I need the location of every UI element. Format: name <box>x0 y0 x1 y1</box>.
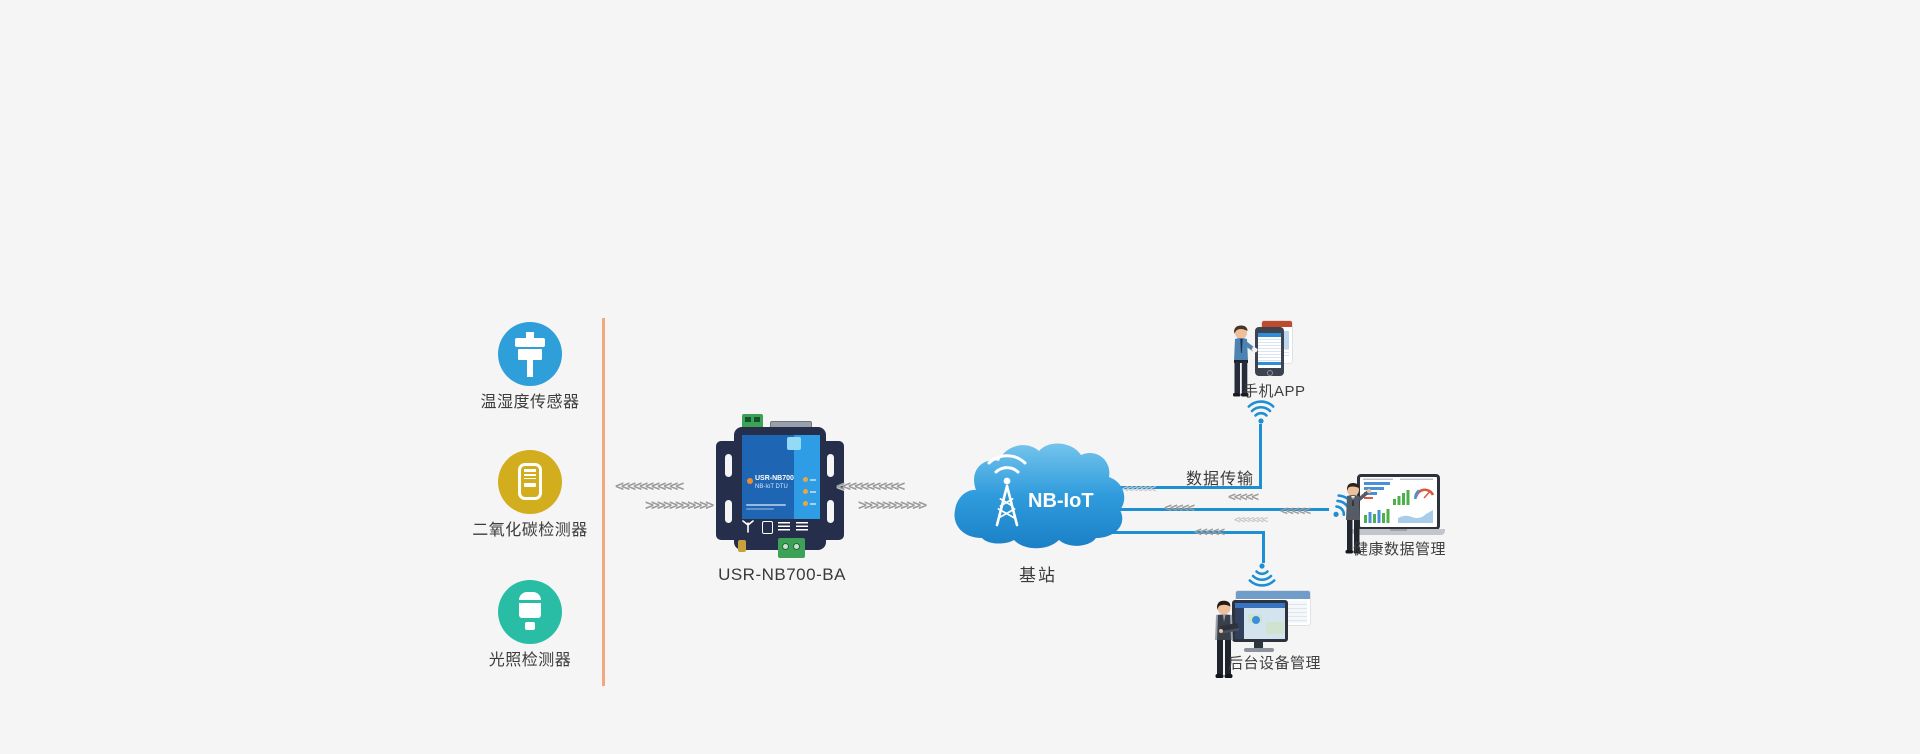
sensor-icon-part <box>519 600 541 603</box>
sensor-label: 光照检测器 <box>488 652 572 669</box>
device-label: USR-NB700-BA <box>718 565 846 584</box>
health-management-label: 健康数据管理 <box>1353 541 1447 558</box>
sensor-icon-part <box>525 622 535 630</box>
sensor-icon-part <box>518 349 542 360</box>
nbiot-cloud: NB-IoT <box>954 443 1125 549</box>
device-panel-title: USR-NB700 <box>755 475 794 482</box>
panel-sticker <box>787 437 801 450</box>
panel-label-marks <box>778 522 790 531</box>
panel-fine-print <box>746 504 786 506</box>
sensor-icon-part <box>524 472 536 474</box>
arrow-chevrons-mid-right: <<<<< <box>1280 504 1311 519</box>
line-to-backend-vertical <box>1262 531 1265 563</box>
sensor-humidity: 温湿度传感器 <box>480 322 579 411</box>
arrow-chevrons-bottom: <<<<< <box>1194 525 1225 540</box>
device-panel-subtitle: NB-IoT DTU <box>755 484 788 490</box>
arrow-chevrons-mid-inbound: <<<<<<<<<<< <box>836 477 905 495</box>
phone-user-figure <box>1233 325 1258 397</box>
sensor-icon-part <box>526 332 534 338</box>
line-to-health <box>1108 508 1329 511</box>
phone-app-label: 手机APP <box>1243 383 1306 400</box>
terminal-block-top <box>742 414 763 429</box>
humidity-temperature-sensor-icon <box>498 322 562 386</box>
map-screen <box>1244 608 1285 639</box>
line-to-phone-horizontal <box>1108 486 1262 489</box>
line-to-backend-horizontal <box>1108 531 1265 534</box>
laptop-notch <box>1390 529 1407 531</box>
led-power <box>803 477 808 482</box>
base-station-antenna-icon <box>987 454 1027 527</box>
arrow-chevrons-mid-outbound: >>>>>>>>>>> <box>858 496 927 514</box>
wifi-up-icon <box>1247 400 1275 424</box>
base-station-caption: 基站 <box>1019 566 1057 585</box>
mounting-ear-right <box>818 441 844 540</box>
sensor-icon-part <box>518 463 542 500</box>
usr-logo <box>747 478 753 484</box>
sensor-icon-part <box>524 476 536 478</box>
sensor-icon-part <box>527 360 533 377</box>
rf-connector <box>738 540 746 552</box>
backend-management-label: 后台设备管理 <box>1228 655 1322 672</box>
cloud-label: NB-IoT <box>1028 490 1094 512</box>
arrow-chevrons-faint: <<<<<<< <box>1234 513 1268 526</box>
sensor-icon-part <box>524 469 536 479</box>
backend-monitor <box>1232 600 1288 642</box>
sensor-icon-part <box>515 338 545 347</box>
backend-user-figure <box>1215 600 1239 678</box>
line-to-phone-vertical <box>1259 424 1262 489</box>
divider-line <box>602 318 605 686</box>
sensor-label: 温湿度传感器 <box>480 394 580 411</box>
led-work <box>803 501 808 506</box>
arrow-chevrons-top-right: <<<<< <box>1228 490 1259 505</box>
usr-nb700-device: USR-NB700 NB-IoT DTU <box>716 414 844 560</box>
antenna-port-icon <box>742 520 754 533</box>
sensor-label: 二氧化碳检测器 <box>472 522 588 539</box>
sensor-light: 光照检测器 <box>489 580 571 669</box>
health-user-figure <box>1345 482 1372 554</box>
monitor-stand <box>1254 642 1263 648</box>
mounting-ear-left <box>716 441 742 540</box>
laptop-dashboard-charts <box>1363 478 1435 523</box>
data-transfer-label: 数据传输 <box>1186 471 1255 488</box>
led-net <box>803 489 808 494</box>
arrow-chevrons-mid-left: <<<<< <box>1164 501 1195 516</box>
sensor-icon-part <box>524 483 536 487</box>
panel-fine-print <box>746 508 774 510</box>
sensor-co2: 二氧化碳检测器 <box>472 450 587 539</box>
phone-home-button <box>1267 370 1273 376</box>
co2-detector-icon <box>498 450 562 514</box>
arrow-chevrons-left-outbound: >>>>>>>>>>> <box>645 496 714 514</box>
terminal-block-bottom <box>778 538 805 558</box>
sim-icon <box>762 521 773 534</box>
panel-label-marks <box>796 522 808 531</box>
arrow-chevrons-cloud-top: <<<<<<< <box>1122 482 1156 495</box>
monitor-base <box>1244 648 1274 652</box>
arrow-chevrons-left-inbound: <<<<<<<<<<< <box>615 477 684 495</box>
smartphone <box>1255 327 1284 376</box>
light-detector-icon <box>498 580 562 644</box>
laptop-base <box>1352 529 1445 535</box>
wifi-down-icon <box>1248 563 1276 587</box>
sensor-icon-part <box>519 592 541 618</box>
